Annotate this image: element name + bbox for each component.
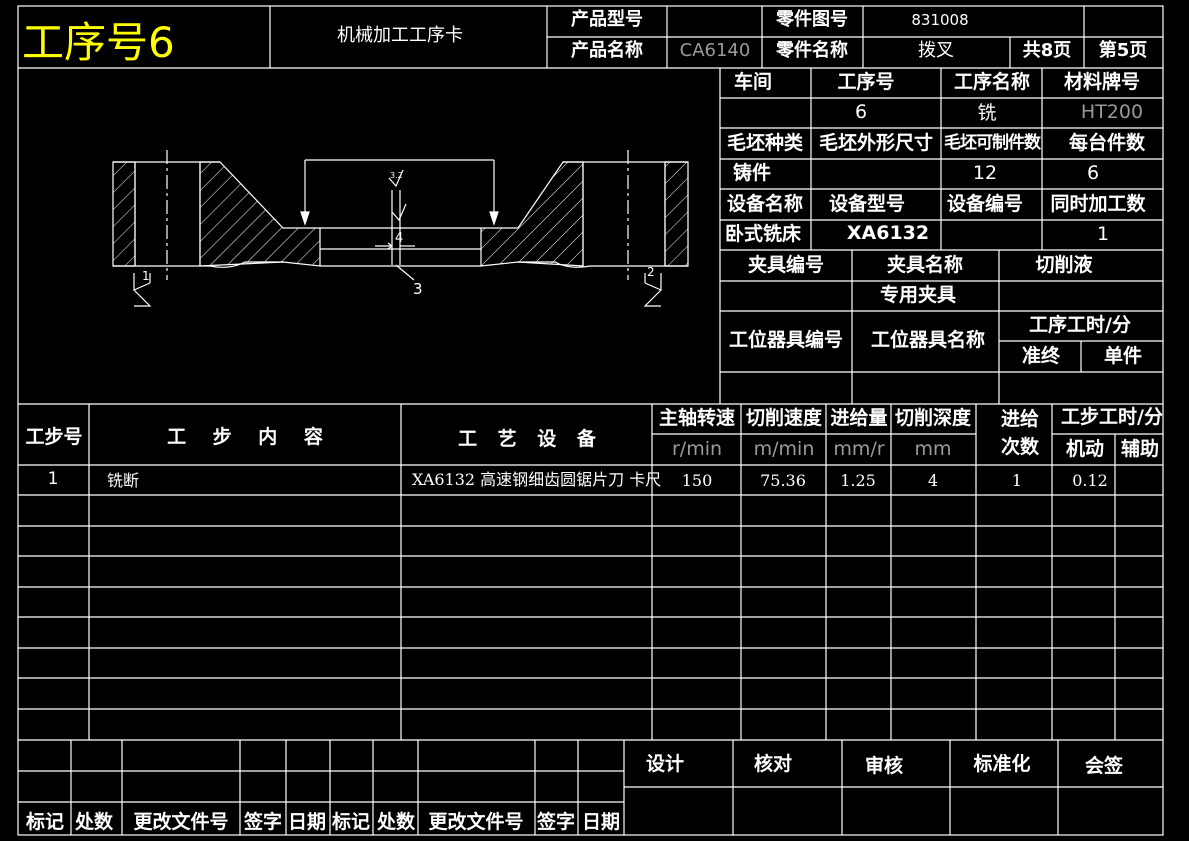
equip-name-label: 设备名称 [726,193,804,215]
row1-passes: 1 [1011,471,1023,490]
cut-depth-dimension: 4 [395,231,404,246]
row1-depth: 4 [927,471,939,490]
col-spindle-speed: 主轴转速 [658,407,736,429]
footer-countersign: 会签 [1084,755,1124,777]
material-label: 材料牌号 [1063,71,1141,93]
footer-review: 审核 [864,755,904,777]
per-unit-value: 6 [1086,162,1100,184]
coolant-label: 切削液 [1035,254,1093,276]
part-name-label: 零件名称 [776,40,848,61]
equip-no-label: 设备编号 [946,193,1024,215]
fixture-name-label: 夹具名称 [886,254,964,276]
process-name-label: 工序名称 [953,71,1031,93]
col-passes-2: 次数 [1000,436,1040,458]
equip-model-label: 设备型号 [828,193,906,215]
card-title: 机械加工工序卡 [337,25,463,46]
row1-machine-time: 0.12 [1072,471,1108,490]
fixture-no-label: 夹具编号 [747,254,825,276]
row1-feed: 1.25 [840,471,876,490]
unit-spindle: r/min [671,438,723,460]
rev-doc-1: 更改文件号 [133,811,229,833]
unit-depth: mm [914,438,952,460]
simul-label: 同时加工数 [1050,193,1146,215]
rev-count-1: 处数 [74,811,114,833]
blank-count-label: 毛坯可制件数 [944,133,1041,153]
station-tool-name-label: 工位器具名称 [870,329,986,351]
rev-mark-2: 标记 [331,811,371,833]
material-value: HT200 [1080,101,1144,123]
blank-type-label: 毛坯种类 [726,132,804,154]
col-aux-time: 辅助 [1120,438,1160,460]
col-passes-1: 进给 [1000,408,1040,430]
process-name-value: 铣 [977,102,997,124]
roughness-value: 3.2 [390,171,403,180]
row1-equipment: XA6132 高速钢细齿圆锯片刀 卡尺 [412,470,662,489]
total-pages: 共8页 [1022,40,1072,61]
simul-value: 1 [1096,223,1110,245]
rev-mark-1: 标记 [25,811,65,833]
rev-sign-1: 签字 [243,811,283,833]
process-time-label: 工序工时/分 [1029,314,1131,336]
unit-feed: mm/r [833,438,885,460]
part-drawing-no-label: 零件图号 [776,9,848,30]
col-depth: 切削深度 [894,407,972,429]
row1-cut-speed: 75.36 [760,471,806,490]
footer-standard: 标准化 [973,753,1031,775]
row1-step: 1 [47,469,59,489]
unit-time-label: 单件 [1103,345,1143,367]
prep-time-label: 准终 [1021,345,1061,367]
per-unit-label: 每台件数 [1068,132,1146,154]
col-cutting-speed: 切削速度 [745,407,823,429]
col-equipment: 工 艺 设 备 [458,428,596,450]
col-feed: 进给量 [830,407,888,429]
callout-number: 3 [413,280,423,298]
footer-check: 核对 [753,753,793,775]
page-number: 第5页 [1098,40,1148,61]
row1-speed: 150 [681,471,713,490]
col-step-no: 工步号 [25,426,83,448]
unit-cutting-speed: m/min [753,438,815,460]
process-number-title: 工序号6 [22,18,175,67]
process-no-value: 6 [854,101,868,123]
col-step-content: 工 步 内 容 [167,426,323,448]
part-drawing-no-value: 831008 [911,11,969,29]
datum-label-1: 1 [142,269,150,283]
blank-type-value: 铸件 [732,162,772,184]
rev-date-2: 日期 [581,811,621,833]
fixture-name-value: 专用夹具 [879,284,957,306]
row1-content: 铣断 [107,471,140,490]
blank-size-label: 毛坯外形尺寸 [818,132,934,154]
col-step-time: 工步工时/分 [1061,406,1163,428]
part-name-value: 拨叉 [918,40,954,61]
product-name-label: 产品名称 [571,40,643,61]
rev-doc-2: 更改文件号 [428,811,524,833]
rev-date-1: 日期 [287,811,327,833]
equip-name-value: 卧式铣床 [724,223,802,245]
product-name-value: CA6140 [679,40,751,61]
datum-label-2: 2 [647,265,655,279]
process-no-label: 工序号 [837,71,895,93]
workshop-label: 车间 [733,71,773,93]
equip-model-value: XA6132 [846,222,930,244]
footer-design: 设计 [645,753,685,775]
station-tool-no-label: 工位器具编号 [728,329,844,351]
blank-count-value: 12 [972,162,998,184]
rev-sign-2: 签字 [536,811,576,833]
col-machine-time: 机动 [1065,438,1105,460]
product-model-label: 产品型号 [571,9,643,30]
rev-count-2: 处数 [376,811,416,833]
